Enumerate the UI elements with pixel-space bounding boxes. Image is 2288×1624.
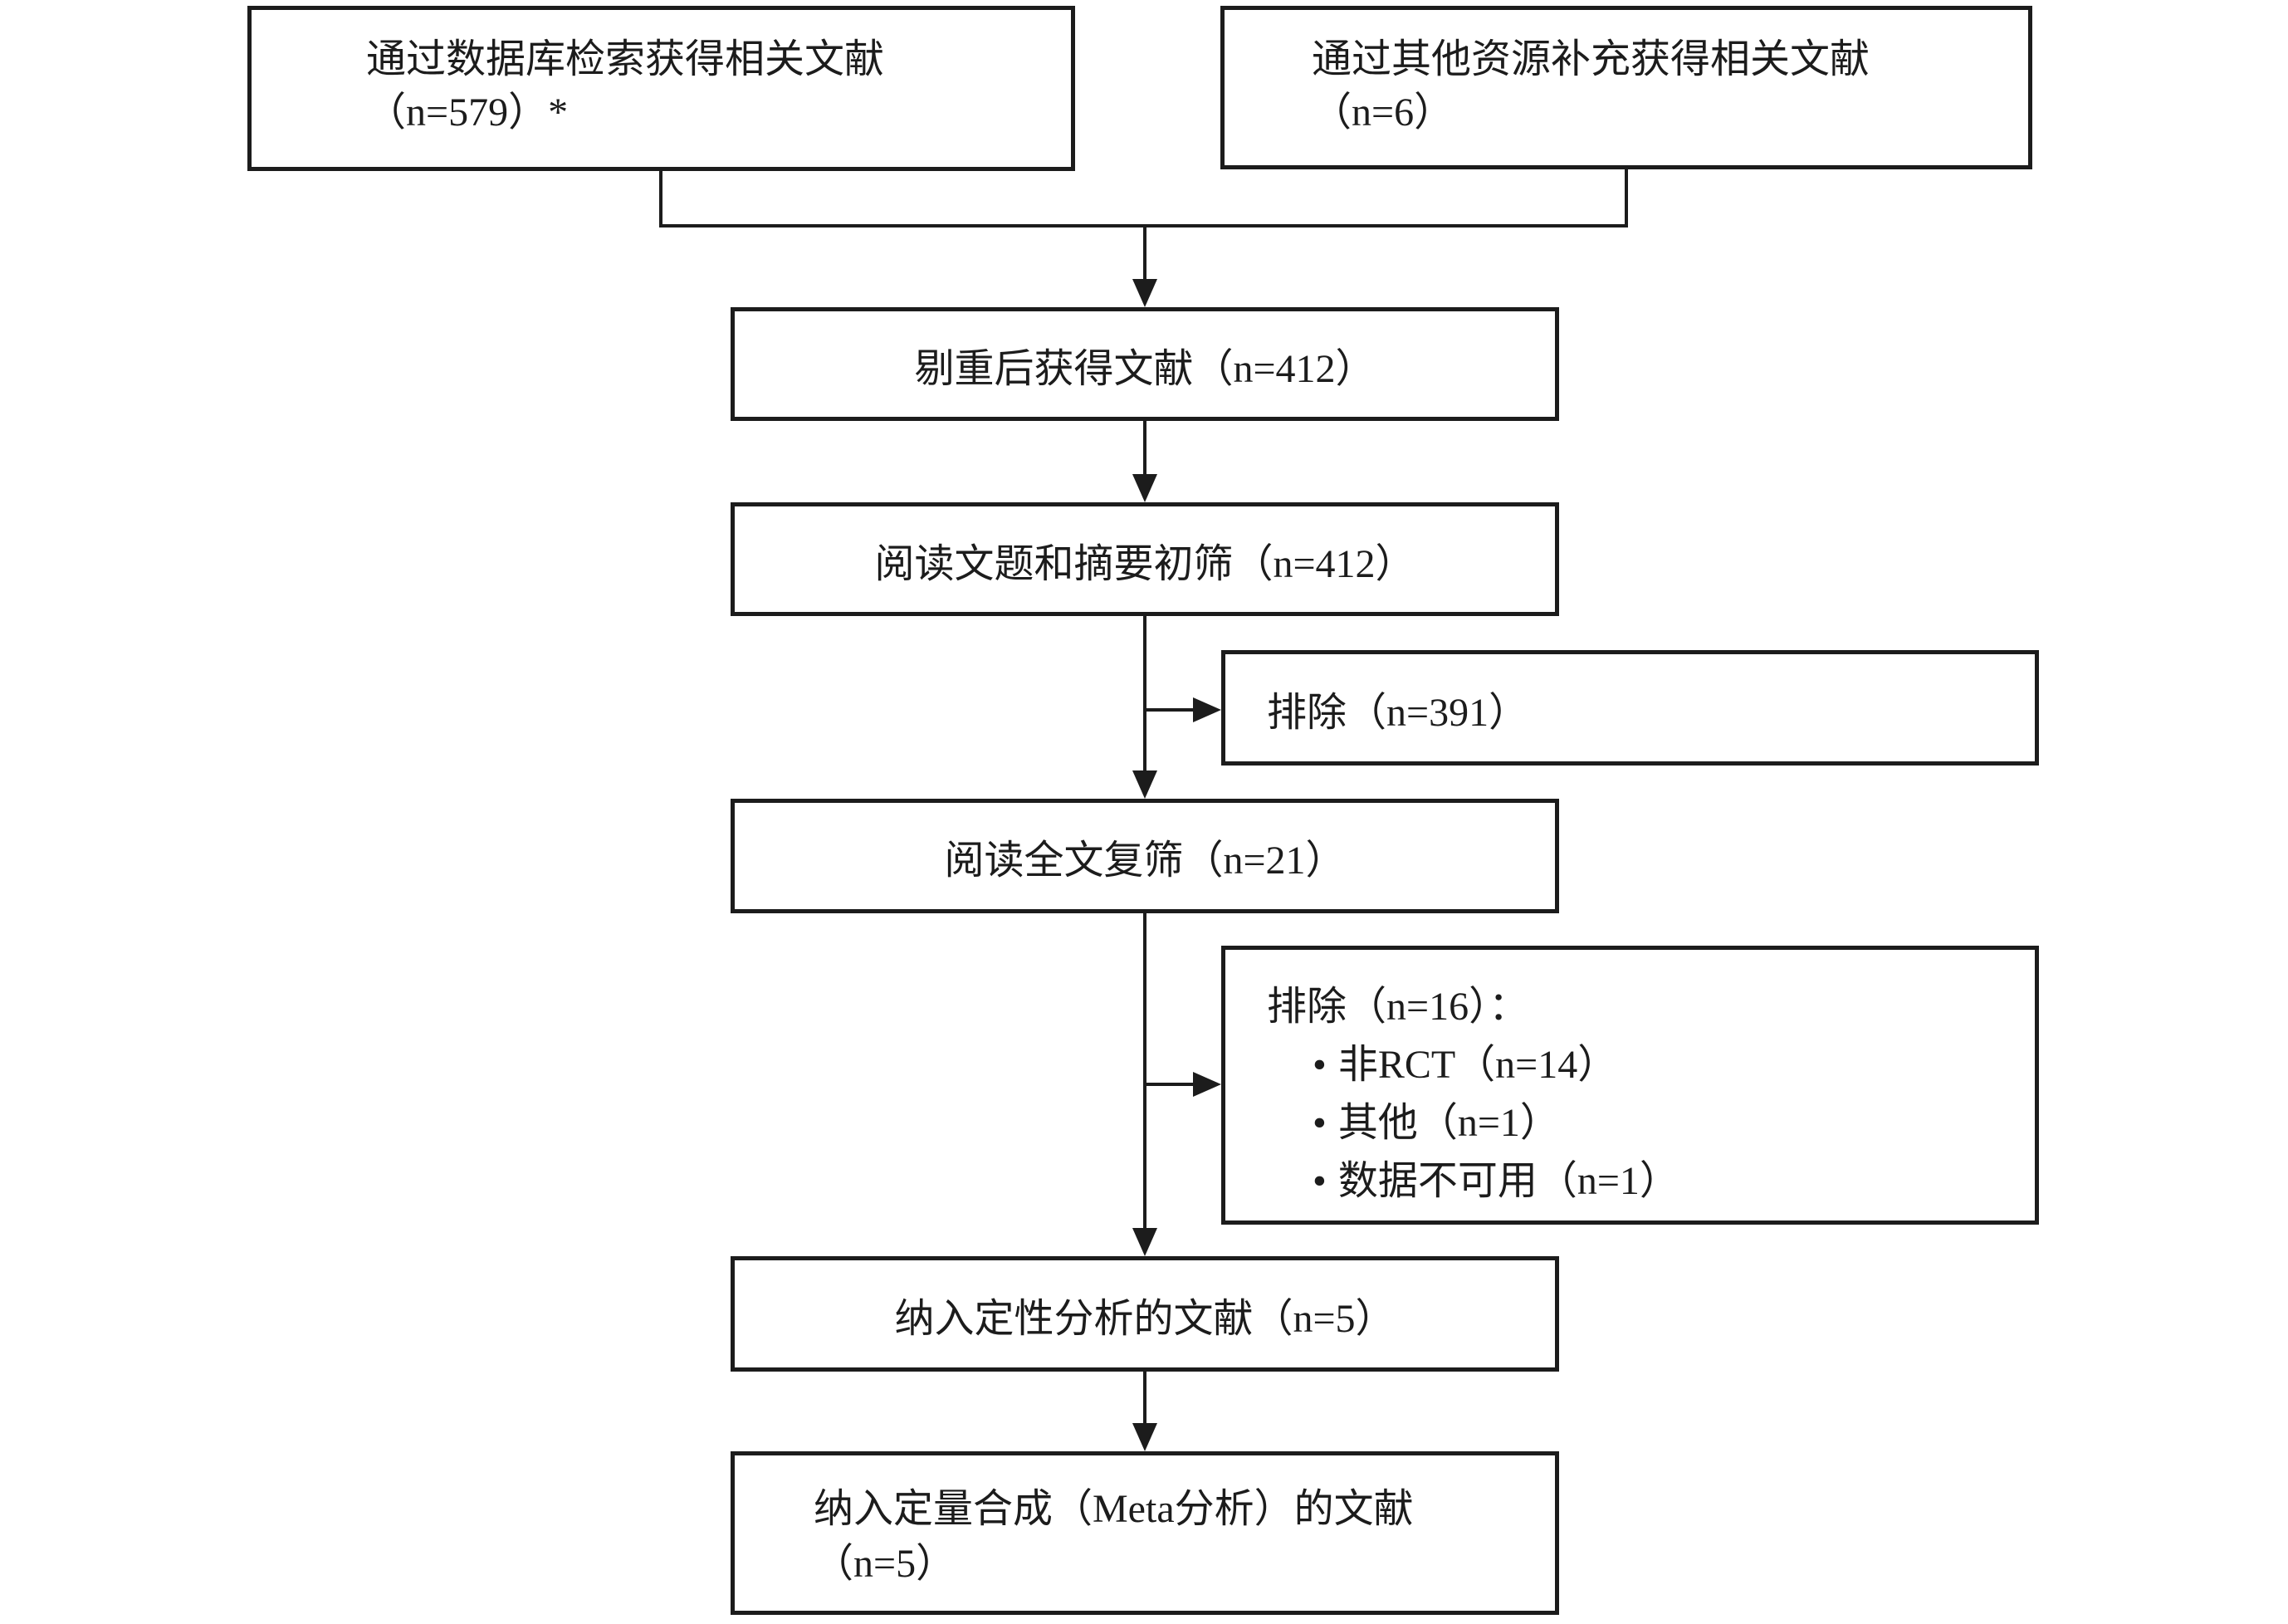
connector-other-sources-down xyxy=(1625,168,1628,227)
fulltext-screening-label: 阅读全文复筛（n=21） xyxy=(944,839,1346,883)
flow-box-database-search: 通过数据库检索获得相关文献 （n=579）* xyxy=(247,6,1075,171)
flow-box-title-abstract-screening: 阅读文题和摘要初筛（n=412） xyxy=(731,502,1559,616)
branch-excluded-fulltext-arrowhead-icon xyxy=(1193,1072,1221,1097)
qualitative-to-quantitative-arrowhead-icon xyxy=(1132,1423,1157,1451)
list-item: • 数据不可用（n=1） xyxy=(1313,1152,2018,1211)
connector-qualitative-to-quantitative xyxy=(1143,1370,1146,1423)
bullet-icon: • xyxy=(1313,1043,1327,1087)
database-search-line2: （n=579）* xyxy=(366,90,569,135)
list-item: • 其他（n=1） xyxy=(1313,1094,2018,1152)
qualitative-included-label: 纳入定性分析的文献（n=5） xyxy=(894,1296,1396,1341)
connector-branch-excluded-screening xyxy=(1145,708,1193,712)
excluded-fulltext-title: 排除（n=16）： xyxy=(1267,985,1529,1029)
fulltext-to-qualitative-arrowhead-icon xyxy=(1132,1228,1157,1256)
list-item-label: 其他（n=1） xyxy=(1337,1101,1560,1145)
flow-box-excluded-screening: 排除（n=391） xyxy=(1221,650,2039,766)
screening-to-fulltext-arrowhead-icon xyxy=(1132,770,1157,799)
quantitative-included-line1: 纳入定量合成（Meta分析）的文献 xyxy=(814,1487,1414,1531)
connector-database-down xyxy=(659,169,662,227)
dedup-to-screening-arrowhead-icon xyxy=(1132,474,1157,502)
connector-fulltext-to-qualitative xyxy=(1143,912,1146,1228)
flow-box-other-sources: 通过其他资源补充获得相关文献 （n=6） xyxy=(1220,6,2032,169)
quantitative-included-line2: （n=5） xyxy=(814,1542,956,1586)
branch-excluded-screening-arrowhead-icon xyxy=(1193,697,1221,722)
excluded-screening-label: 排除（n=391） xyxy=(1267,690,1529,735)
connector-screening-to-fulltext xyxy=(1143,614,1146,770)
flow-box-deduplicated: 剔重后获得文献（n=412） xyxy=(731,307,1559,421)
flow-box-fulltext-screening: 阅读全文复筛（n=21） xyxy=(731,799,1559,913)
other-sources-line1: 通过其他资源补充获得相关文献 xyxy=(1312,37,1870,81)
bullet-icon: • xyxy=(1313,1101,1327,1145)
connector-branch-excluded-fulltext xyxy=(1145,1083,1193,1086)
connector-merge-to-dedup xyxy=(1143,224,1146,279)
list-item-label: 非RCT（n=14） xyxy=(1337,1043,1618,1087)
list-item-label: 数据不可用（n=1） xyxy=(1337,1159,1679,1203)
connector-dedup-to-screening xyxy=(1143,418,1146,474)
bullet-icon: • xyxy=(1313,1159,1327,1203)
database-search-line1: 通过数据库检索获得相关文献 xyxy=(366,37,885,81)
excluded-fulltext-list: • 非RCT（n=14） • 其他（n=1） • 数据不可用（n=1） xyxy=(1313,1036,2018,1211)
deduplicated-label: 剔重后获得文献（n=412） xyxy=(914,346,1376,391)
flow-box-excluded-fulltext: 排除（n=16）： • 非RCT（n=14） • 其他（n=1） • 数据不可用… xyxy=(1221,946,2039,1225)
flow-box-quantitative-included: 纳入定量合成（Meta分析）的文献 （n=5） xyxy=(731,1451,1559,1615)
merge-to-dedup-arrowhead-icon xyxy=(1132,279,1157,307)
other-sources-line2: （n=6） xyxy=(1312,90,1454,135)
flow-box-qualitative-included: 纳入定性分析的文献（n=5） xyxy=(731,1256,1559,1372)
list-item: • 非RCT（n=14） xyxy=(1313,1036,2018,1094)
title-abstract-screening-label: 阅读文题和摘要初筛（n=412） xyxy=(874,541,1415,586)
